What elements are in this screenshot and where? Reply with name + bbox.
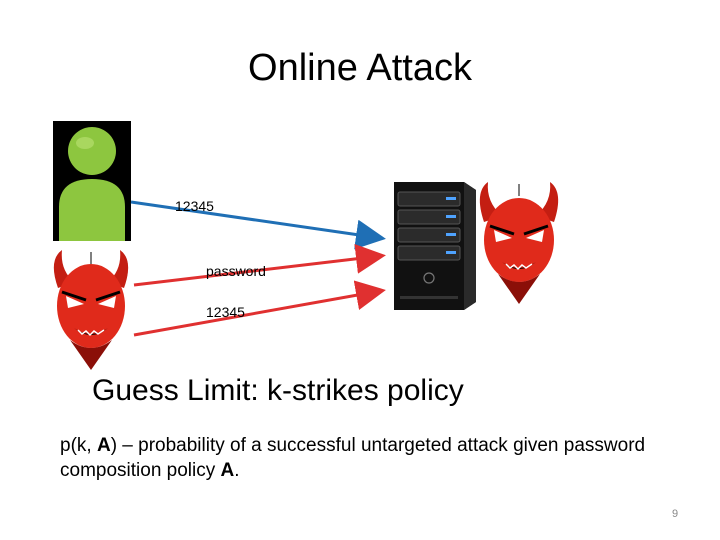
user-icon [53, 121, 131, 241]
attacker-guess-arrow-1 [133, 243, 386, 287]
section-heading: Guess Limit: k-strikes policy [92, 374, 464, 407]
policy-symbol: A [96, 435, 111, 456]
description-prefix: p(k, [60, 435, 97, 456]
slide-title: Online Attack [248, 47, 472, 89]
description-middle: ) – probability of a successful untarget… [60, 435, 646, 481]
attacker-guess-arrow-2 [133, 280, 386, 337]
policy-symbol: A [220, 460, 235, 481]
devil-icon [53, 250, 129, 370]
devil-icon [479, 182, 559, 304]
user-guess-arrow [130, 200, 386, 250]
page-number: 9 [671, 508, 679, 520]
attacker-guess-label-2: 12345 [206, 304, 245, 320]
description-suffix: . [234, 460, 240, 481]
user-guess-label: 12345 [175, 198, 214, 214]
description-text: p(k, A) – probability of a successful un… [60, 433, 680, 483]
server-icon [394, 182, 476, 310]
attacker-guess-label-1: password [206, 263, 266, 279]
